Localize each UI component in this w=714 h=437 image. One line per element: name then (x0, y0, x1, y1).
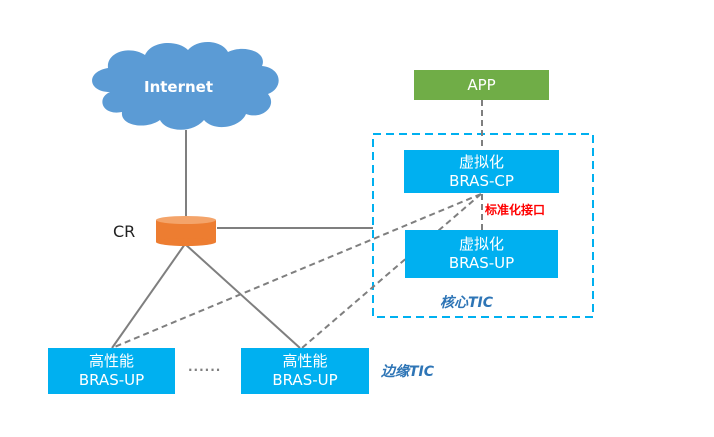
bras-up-virtual-line2: BRAS-UP (448, 254, 515, 272)
ellipsis-label: ...... (188, 360, 222, 374)
edge-bras-up-2-line2: BRAS-UP (272, 371, 338, 389)
cr-router-icon (156, 216, 216, 246)
bras-cp-line2: BRAS-CP (449, 171, 514, 190)
link-cp-edge1 (111, 193, 482, 349)
edge-bras-up-1-line2: BRAS-UP (78, 371, 145, 389)
link-cr-edge1 (111, 243, 186, 349)
edge-tic-label: 边缘TIC (381, 364, 435, 380)
app-node[interactable]: APP (414, 70, 549, 100)
bras-cp-line1: 虚拟化 (458, 152, 504, 171)
core-tic-label: 核心TIC (440, 295, 494, 311)
edge-bras-up-node-1[interactable]: 高性能 BRAS-UP (48, 348, 175, 394)
internet-label: Internet (144, 78, 214, 96)
interface-label: 标准化接口 (485, 203, 546, 217)
bras-up-virtual-node[interactable]: 虚拟化 BRAS-UP (405, 230, 558, 278)
bras-up-virtual-line1: 虚拟化 (458, 235, 504, 253)
edge-bras-up-node-2[interactable]: 高性能 BRAS-UP (241, 348, 369, 394)
edge-bras-up-2-line1: 高性能 (282, 352, 328, 370)
link-cr-edge2 (184, 243, 301, 349)
app-label: APP (467, 75, 496, 94)
bras-cp-node[interactable]: 虚拟化 BRAS-CP (404, 150, 559, 193)
edge-bras-up-1-line1: 高性能 (88, 352, 134, 370)
cr-label: CR (113, 222, 136, 241)
internet-cloud-icon (92, 41, 279, 130)
